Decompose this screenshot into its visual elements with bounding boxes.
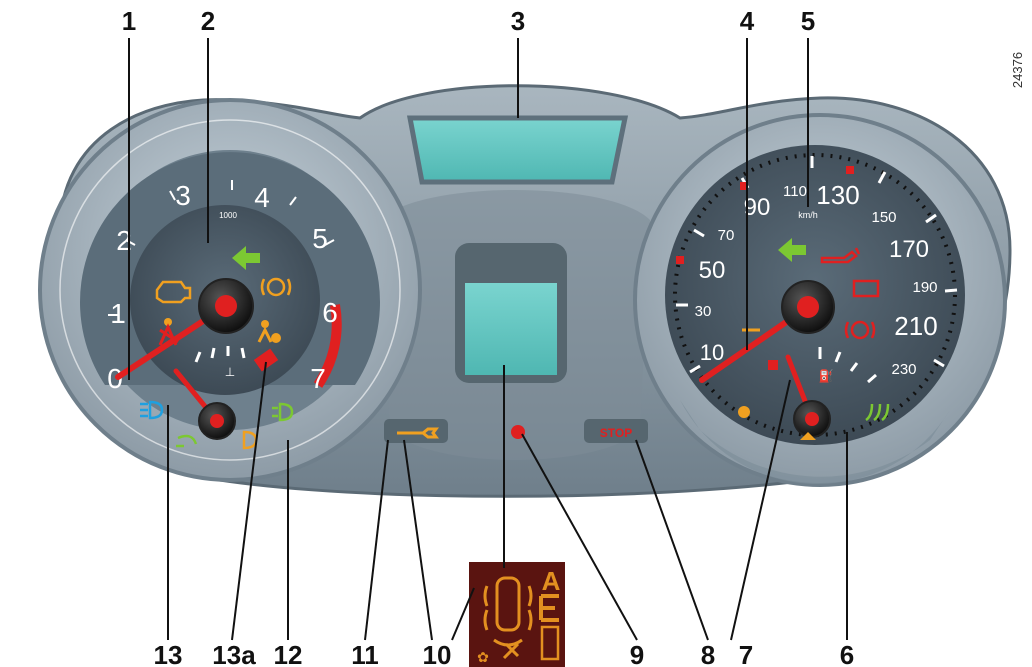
stop-warning-label: STOP: [600, 426, 632, 440]
fuel-gauge: ⛽: [768, 347, 877, 438]
gear-symbol-icon: ✿: [477, 649, 489, 665]
brake-warning-icon: [260, 277, 292, 297]
brake-system-warning-icon: [844, 320, 876, 340]
callout-12: 12: [274, 640, 303, 667]
temperature-symbol-icon: ⊥: [225, 365, 235, 379]
red-warning-dot-icon: [511, 425, 525, 439]
tach-numeral-5: 5: [312, 223, 328, 254]
service-indicator-icon: [800, 432, 816, 440]
speed-numeral-150: 150: [871, 209, 896, 226]
callout-6: 6: [840, 640, 854, 667]
tachometer: 0 1 2 3 4 5 6 7 1000: [38, 98, 422, 482]
callout-7: 7: [739, 640, 753, 667]
coolant-temperature-gauge: ⊥: [173, 346, 279, 440]
sidelight-indicator-icon: [176, 434, 198, 448]
callout-10: 10: [423, 640, 452, 667]
speedometer: 10 30 50 70 90 110 130 150 170 190 210 2…: [633, 113, 1007, 487]
speed-numeral-210: 210: [894, 311, 937, 341]
battery-warning-icon: [852, 279, 880, 298]
tach-numeral-2: 2: [116, 225, 132, 256]
airbag-warning-icon: [257, 320, 281, 343]
tach-numeral-3: 3: [175, 180, 191, 211]
speed-numeral-190: 190: [912, 279, 937, 296]
speed-scale-dots: [673, 153, 957, 437]
rpm-red-zone: [313, 304, 342, 388]
service-wrench-indicator-bg: [384, 419, 448, 443]
speed-marker-130: [846, 166, 854, 174]
speed-numeral-50: 50: [699, 257, 726, 284]
speed-numeral-30: 30: [695, 303, 712, 320]
callout-2: 2: [201, 6, 215, 36]
e-letter-icon: [539, 594, 559, 622]
callout-8: 8: [701, 640, 715, 667]
battery-grid-icon: [540, 625, 560, 661]
engine-warning-icon: [155, 280, 192, 304]
speed-numeral-10: 10: [700, 340, 724, 365]
speed-marker-50: [676, 256, 684, 264]
fuel-pump-icon: ⛽: [819, 369, 834, 383]
speed-marker-90: [740, 182, 748, 190]
speed-unit: km/h: [798, 210, 818, 220]
callout-leader-lines: [128, 38, 848, 641]
reference-number: 24376: [1010, 52, 1025, 88]
callout-5: 5: [801, 6, 815, 36]
tach-unit: 1000: [219, 211, 237, 220]
rear-screen-indicator-icon: [865, 403, 890, 422]
speed-numeral-230: 230: [891, 361, 916, 378]
green-arrow-left-icon: [232, 246, 260, 270]
oil-pressure-warning-icon: [820, 247, 861, 264]
speed-numeral-70: 70: [718, 227, 735, 244]
green-arrow-right-icon: [778, 238, 806, 262]
tach-numeral-zero: 0: [107, 363, 123, 394]
temperature-red-zone: [253, 348, 279, 372]
tach-numeral-6: 6: [322, 297, 338, 328]
fuel-reserve-marker: [768, 360, 778, 370]
wrench-icon: [397, 427, 439, 439]
center-display-screen: [465, 283, 557, 375]
callout-9: 9: [630, 640, 644, 667]
tach-numeral-4: 4: [254, 182, 270, 213]
tach-numeral-1: 1: [110, 298, 126, 329]
speed-numeral-110: 110: [783, 183, 807, 200]
headlight-indicator-icon: [140, 400, 164, 420]
diesel-preheat-indicator-icon: [738, 406, 750, 418]
speed-numeral-170: 170: [889, 236, 929, 263]
callout-1: 1: [122, 6, 136, 36]
callout-3: 3: [511, 6, 525, 36]
speed-numeral-130: 130: [816, 180, 859, 210]
auto-mode-letter: A: [542, 566, 561, 596]
callout-13a: 13a: [212, 640, 256, 667]
callout-13: 13: [154, 640, 183, 667]
top-display-screen: [406, 115, 629, 185]
stop-warning-indicator-bg: [584, 419, 648, 443]
tool-symbol-icon: [502, 642, 520, 660]
parking-sensor-panel: A ✿: [469, 562, 565, 667]
tach-numeral-7: 7: [310, 363, 326, 394]
callout-4: 4: [740, 6, 755, 36]
speed-numeral-90: 90: [744, 194, 771, 221]
callout-11: 11: [351, 640, 379, 667]
front-fog-indicator-icon: [272, 402, 294, 422]
